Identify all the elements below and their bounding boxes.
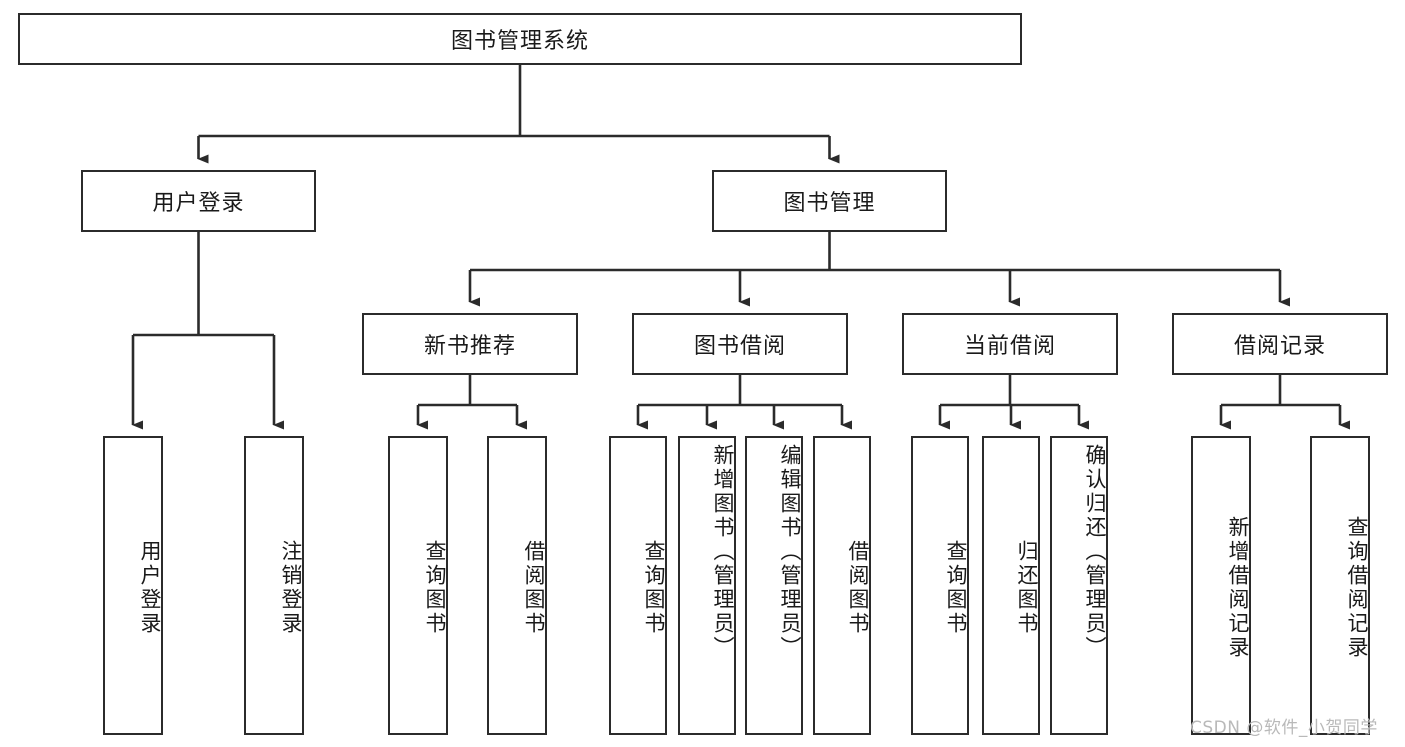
node-new-book-rec[interactable]: 新书推荐	[362, 313, 578, 375]
csdn-watermark: CSDN @软件_小贺同学	[1190, 718, 1378, 738]
node-leaf-query-book-3[interactable]: 查询图书	[911, 436, 969, 735]
node-label: 编辑图书（管理员）	[778, 444, 802, 660]
node-leaf-query-record[interactable]: 查询借阅记录	[1310, 436, 1370, 735]
node-label: 借阅记录	[1233, 334, 1326, 359]
node-book-manage[interactable]: 图书管理	[712, 170, 947, 232]
node-label: 查询图书	[944, 539, 968, 636]
node-label: 查询借阅记录	[1345, 515, 1369, 660]
node-leaf-add-record[interactable]: 新增借阅记录	[1191, 436, 1251, 735]
node-label: 当前借阅	[963, 334, 1056, 359]
node-label: 借阅图书	[846, 539, 870, 636]
node-label: 借阅图书	[522, 539, 546, 636]
node-label: 图书借阅	[693, 334, 786, 359]
node-label: 图书管理系统	[450, 29, 589, 54]
node-user-login[interactable]: 用户登录	[81, 170, 316, 232]
node-book-borrow[interactable]: 图书借阅	[632, 313, 848, 375]
node-label: 确认归还（管理员）	[1083, 444, 1107, 660]
node-label: 用户登录	[138, 539, 162, 636]
node-label: 新增借阅记录	[1226, 515, 1250, 660]
node-current-borrow[interactable]: 当前借阅	[902, 313, 1118, 375]
node-borrow-record[interactable]: 借阅记录	[1172, 313, 1388, 375]
node-leaf-query-book-1[interactable]: 查询图书	[388, 436, 448, 735]
node-label: 用户登录	[152, 191, 245, 216]
node-leaf-add-book[interactable]: 新增图书（管理员）	[678, 436, 736, 735]
node-leaf-borrow-book-1[interactable]: 借阅图书	[487, 436, 547, 735]
node-leaf-logout[interactable]: 注销登录	[244, 436, 304, 735]
node-label: 新增图书（管理员）	[711, 444, 735, 660]
node-leaf-return-book[interactable]: 归还图书	[982, 436, 1040, 735]
node-label: 查询图书	[642, 539, 666, 636]
node-root[interactable]: 图书管理系统	[18, 13, 1022, 65]
node-label: 查询图书	[423, 539, 447, 636]
node-leaf-borrow-book-2[interactable]: 借阅图书	[813, 436, 871, 735]
node-label: 新书推荐	[423, 334, 516, 359]
node-leaf-confirm-return[interactable]: 确认归还（管理员）	[1050, 436, 1108, 735]
node-leaf-edit-book[interactable]: 编辑图书（管理员）	[745, 436, 803, 735]
node-label: 注销登录	[279, 539, 303, 636]
node-label: 归还图书	[1015, 539, 1039, 636]
node-leaf-query-book-2[interactable]: 查询图书	[609, 436, 667, 735]
node-leaf-user-login[interactable]: 用户登录	[103, 436, 163, 735]
node-label: 图书管理	[783, 191, 876, 216]
